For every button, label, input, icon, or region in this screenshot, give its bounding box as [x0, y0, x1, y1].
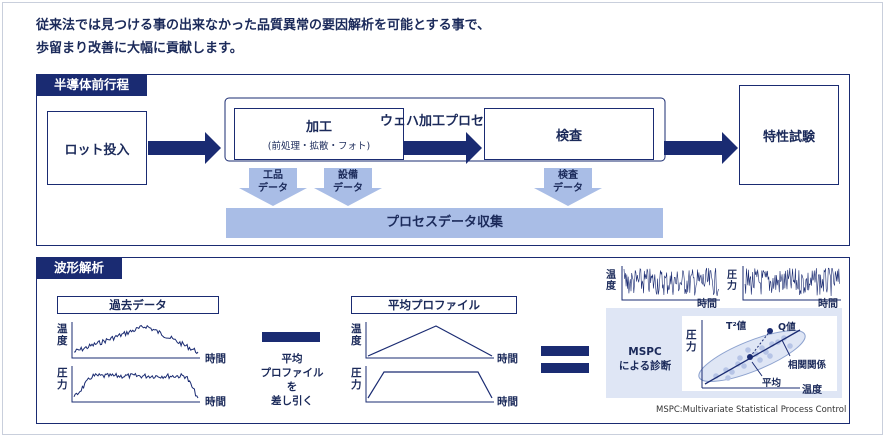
avg-pressure-wave [367, 371, 493, 399]
down-arrow-equipment-data [314, 168, 382, 206]
equals-bar-bottom [541, 363, 589, 373]
mspc-line1: MSPC [628, 346, 662, 358]
avg-time-label-2: 時間 [497, 396, 518, 408]
intro-line-2: 歩留まり改善に大幅に貢献します。 [36, 41, 243, 56]
arrow-inspection-to-test [664, 132, 738, 164]
outer-frame [2, 2, 883, 435]
intro-line-1: 従来法では見つける事の出来なかった品質異常の要因解析を可能とする事で、 [36, 18, 491, 33]
avg-temp-label: 温度 [351, 323, 362, 347]
noise-pressure-wave [744, 267, 840, 297]
inspection-data-line1: 検査 [558, 170, 578, 181]
front-end-title: 半導体前行程 [36, 74, 148, 96]
mspc-dot [729, 369, 735, 375]
mspc-label: MSPC による診断 [612, 345, 678, 373]
mspc-dot [741, 363, 747, 369]
arrow-processing-to-inspection [404, 132, 482, 164]
mspc-average-point [747, 354, 753, 360]
avg-time-label-1: 時間 [497, 353, 518, 365]
wafer-process-label: ウェハ加工プロセス [380, 114, 498, 129]
equipment-data-label: 設備 データ [328, 169, 368, 195]
past-temp-wave [73, 324, 199, 355]
mspc-dot [725, 375, 731, 381]
mspc-dot [759, 345, 765, 351]
noise-pressure-axes [742, 266, 841, 301]
product-data-line2: データ [258, 183, 288, 194]
past-pressure-wave [73, 372, 199, 399]
minus-sign [262, 332, 320, 342]
process-data-collection-bar: プロセスデータ収集 [226, 208, 663, 238]
avg-temp-axes [365, 322, 494, 359]
characteristic-test-box: 特性試験 [739, 85, 839, 185]
avg-pressure-axes [365, 366, 494, 403]
mspc-dot [737, 355, 743, 361]
noise-temp-axes [621, 266, 720, 301]
mspc-dot [767, 353, 773, 359]
avg-temp-wave [367, 325, 493, 357]
past-pressure-label: 圧力 [57, 367, 68, 391]
past-pressure-axes [71, 366, 200, 403]
past-time-label-1: 時間 [205, 353, 226, 365]
down-arrow-inspection-data [534, 168, 602, 206]
past-temp-axes [71, 322, 200, 359]
subtract-line3: 差し引く [271, 395, 313, 407]
equipment-data-line2: データ [333, 183, 363, 194]
avg-pressure-label: 圧力 [351, 367, 362, 391]
past-temp-label: 温度 [57, 323, 68, 347]
equipment-data-line1: 設備 [338, 170, 358, 181]
mspc-correlation-label: 相関関係 [788, 360, 827, 371]
lot-input-box: ロット投入 [47, 111, 147, 185]
mspc-q-label: Q値 [778, 322, 796, 333]
subtract-line1: 平均 [281, 353, 303, 365]
average-profile-header: 平均プロファイル [351, 296, 517, 314]
noise-time-label-1: 時間 [697, 299, 717, 310]
subtract-label: 平均 プロファイルを 差し引く [257, 352, 327, 408]
mspc-dot [745, 347, 751, 353]
mspc-q-point [767, 328, 773, 334]
arrow-lot-to-process [148, 132, 221, 164]
mspc-pressure-label: 圧力 [686, 329, 697, 353]
mspc-correlation-pointer [781, 339, 791, 357]
noise-time-label-2: 時間 [818, 299, 838, 310]
down-arrow-product-data [239, 168, 307, 206]
mspc-footnote: MSPC:Multivariate Statistical Process Co… [656, 405, 847, 415]
intro-text: 従来法では見つける事の出来なかった品質異常の要因解析を可能とする事で、 歩留まり… [36, 14, 490, 60]
processing-label: 加工 [305, 120, 332, 135]
mspc-t2-label: T²値 [726, 321, 747, 332]
plots [71, 266, 841, 403]
waveform-title: 波形解析 [36, 257, 123, 279]
inspection-data-line2: データ [553, 183, 583, 194]
noise-temp-label: 温度 [606, 270, 616, 292]
wafer-process-outline [224, 97, 666, 162]
mspc-t2-line [749, 330, 771, 358]
mspc-dot [757, 357, 763, 363]
equals-bar-top [541, 346, 589, 356]
noise-temp-wave [623, 267, 719, 296]
past-time-label-2: 時間 [205, 396, 226, 408]
inspection-data-label: 検査 データ [548, 169, 588, 195]
subtract-line2: プロファイルを [260, 367, 324, 393]
mspc-average-pointer [751, 361, 763, 377]
mspc-dot [787, 343, 793, 349]
product-data-label: 工品 データ [253, 169, 293, 195]
inspection-box: 検査 [484, 108, 654, 160]
mspc-average-label: 平均 [762, 378, 782, 389]
processing-box: 加工 (前処理・拡散・フォト) [234, 108, 404, 160]
noise-pressure-label: 圧力 [727, 270, 737, 292]
mspc-temperature-label: 温度 [802, 385, 822, 396]
processing-sublabel: (前処理・拡散・フォト) [267, 141, 371, 152]
mspc-line2: による診断 [618, 360, 672, 372]
past-data-header: 過去データ [57, 296, 219, 314]
product-data-line1: 工品 [263, 170, 283, 181]
